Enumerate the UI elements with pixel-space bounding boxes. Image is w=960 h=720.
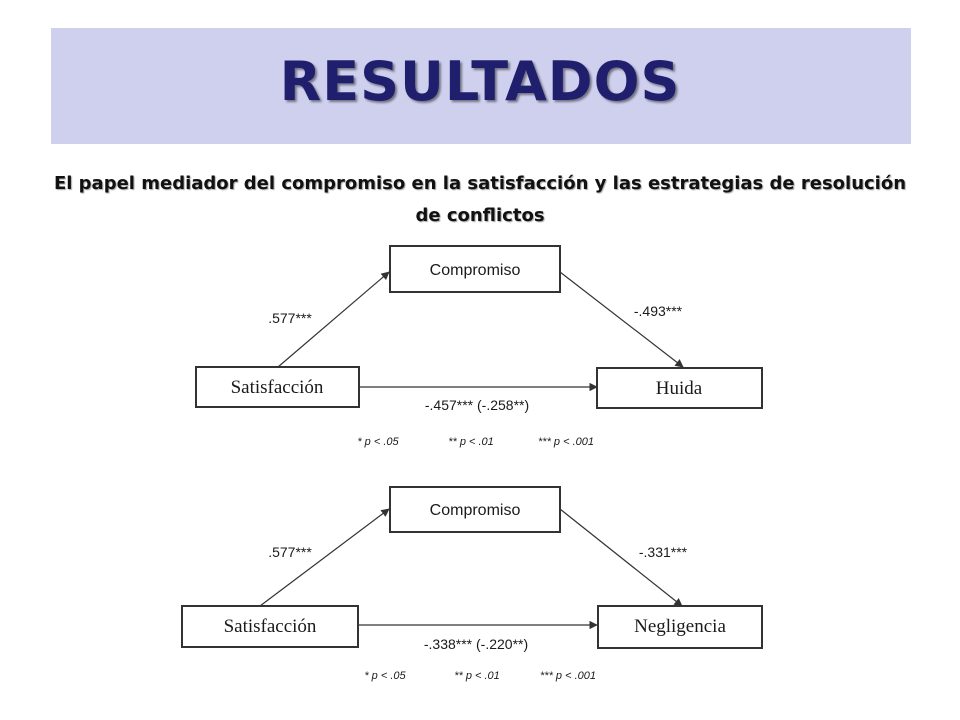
mediation-diagram-negligencia: Compromiso Satisfacción Negligencia .577… [181,486,763,682]
page-title: RESULTADOS [279,50,681,113]
footnote-p01: ** p < .01 [454,670,500,682]
outcome-label: Huida [656,378,703,399]
path-b-coefficient: -.493*** [634,303,683,319]
path-a-coefficient: .577*** [268,310,312,326]
predictor-box [195,366,360,408]
path-c-coefficient: -.457*** (-.258**) [425,397,529,413]
path-a-coefficient: .577*** [268,544,312,560]
title-banner [51,28,911,144]
mediator-box [389,486,561,533]
footnote-p01: ** p < .01 [448,436,494,448]
mediation-diagram-huida: Compromiso Satisfacción Huida .577*** -.… [195,245,763,448]
mediator-label: Compromiso [430,502,521,519]
predictor-label: Satisfacción [231,377,324,398]
footnote-p05: * p < .05 [357,436,399,448]
mediator-label: Compromiso [430,262,521,279]
footnote-p001: *** p < .001 [538,436,594,448]
path-b-arrow [559,508,683,607]
mediator-box [389,245,561,293]
footnote-p001: *** p < .001 [540,670,596,682]
footnote-p05: * p < .05 [364,670,406,682]
outcome-box [597,605,763,649]
predictor-label: Satisfacción [224,616,317,637]
page-subtitle: El papel mediador del compromiso en la s… [53,173,907,226]
path-a-arrow [277,271,390,368]
path-b-arrow [559,271,684,368]
path-c-coefficient: -.338*** (-.220**) [424,636,528,652]
path-b-coefficient: -.331*** [639,544,688,560]
predictor-box [181,605,359,648]
outcome-box [596,367,763,409]
path-a-arrow [259,508,390,607]
outcome-label: Negligencia [634,616,726,637]
